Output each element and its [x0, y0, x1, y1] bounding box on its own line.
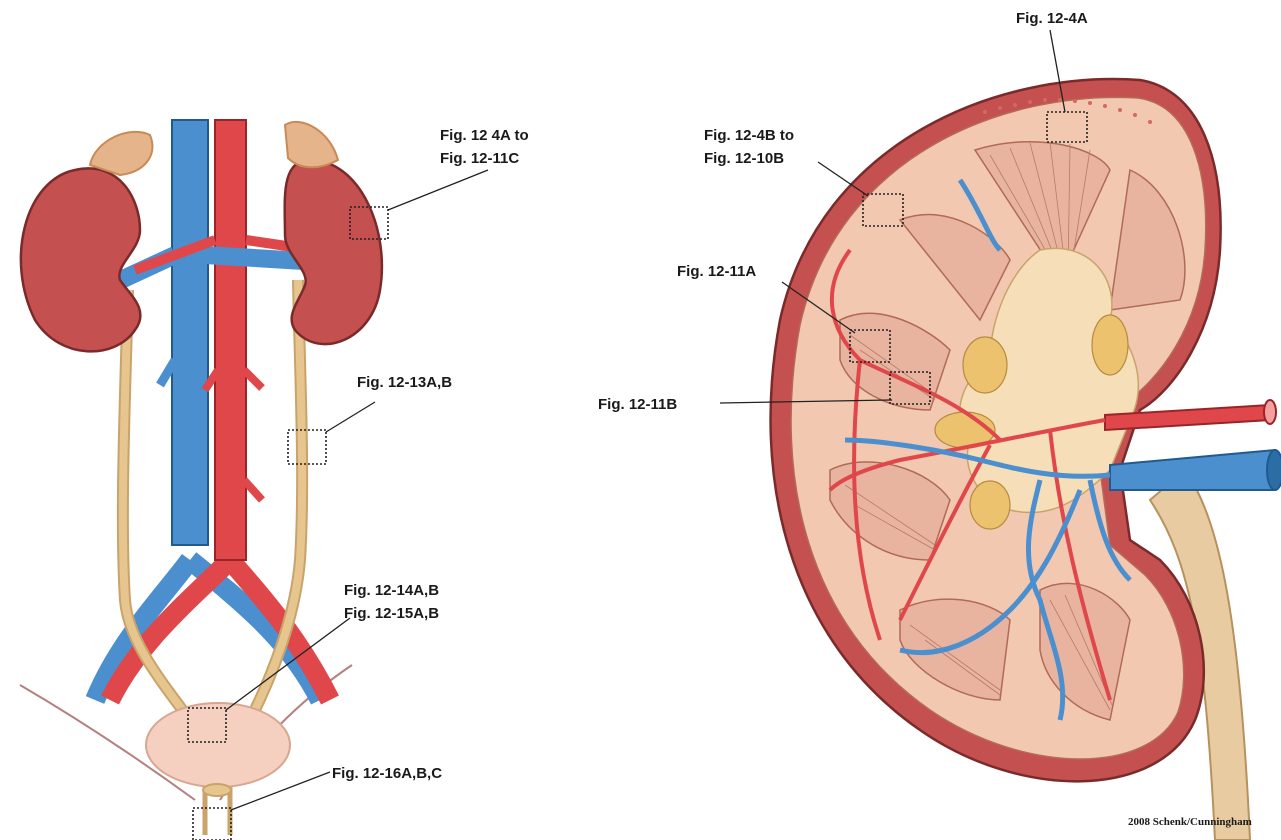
label-fig-12-10b: Fig. 12-10B [704, 150, 784, 167]
label-fig-12-15ab: Fig. 12-15A,B [344, 605, 439, 622]
leader-line-kidney [388, 170, 488, 210]
left-kidney [21, 168, 140, 351]
label-fig-12-16abc: Fig. 12-16A,B,C [332, 765, 442, 782]
label-fig-12-4a-to: Fig. 12 4A to [440, 127, 529, 144]
right-kidney [285, 160, 382, 344]
label-fig-12-13ab: Fig. 12-13A,B [357, 374, 452, 391]
label-fig-12-4a: Fig. 12-4A [1016, 10, 1088, 27]
inferior-vena-cava [172, 120, 208, 545]
label-fig-12-14ab: Fig. 12-14A,B [344, 582, 439, 599]
aorta [215, 120, 246, 560]
label-fig-12-4b-to: Fig. 12-4B to [704, 127, 794, 144]
label-fig-12-11a: Fig. 12-11A [677, 263, 756, 280]
label-fig-12-11b: Fig. 12-11B [598, 396, 677, 413]
kidney-cross-section: Fig. 12-4A Fig. 12-4B to Fig. 12-10B Fig… [598, 10, 1281, 840]
image-credit: 2008 Schenk/Cunningham [1128, 816, 1252, 828]
label-fig-12-11c: Fig. 12-11C [440, 150, 519, 167]
urinary-tract-overview: Fig. 12 4A to Fig. 12-11C Fig. 12-13A,B … [0, 88, 529, 840]
urinary-bladder [146, 703, 290, 787]
